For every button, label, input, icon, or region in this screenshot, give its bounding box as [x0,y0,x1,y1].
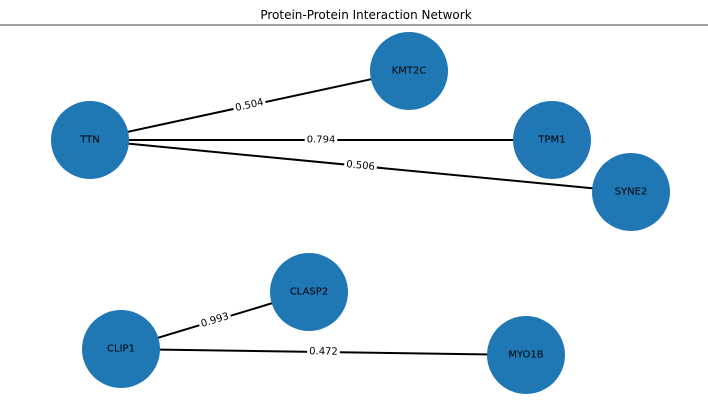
node-clasp2 [270,253,348,331]
node-label-clip1: CLIP1 [107,344,135,355]
node-tpm1 [513,101,591,179]
node-label-kmt2c: KMT2C [392,66,427,77]
edge-label-background [307,345,340,359]
node-clip1 [82,310,160,388]
edge-label-background [304,133,338,147]
diagram-title: Protein-Protein Interaction Network [260,8,471,22]
node-label-clasp2: CLASP2 [290,287,328,298]
node-label-myo1b: MYO1B [508,350,543,361]
node-label-syne2: SYNE2 [615,187,648,198]
edge-label-group: 0.506 [343,157,378,175]
edge-label-group: 0.504 [232,95,267,116]
edge-weight-label: 0.506 [346,159,376,173]
edge-weight-label: 0.794 [307,135,336,146]
node-kmt2c [370,32,448,110]
edge-label-background [343,157,378,175]
node-label-ttn: TTN [79,135,100,146]
edge-label-background [197,309,233,332]
edge-label-background [232,95,267,116]
edge-label-group: 0.794 [304,133,338,147]
edge-weight-label: 0.472 [309,346,338,357]
node-syne2 [592,153,670,231]
node-label-tpm1: TPM1 [537,135,565,146]
edge-label-group: 0.472 [307,345,340,359]
node-ttn [51,101,129,179]
node-myo1b [487,316,565,394]
